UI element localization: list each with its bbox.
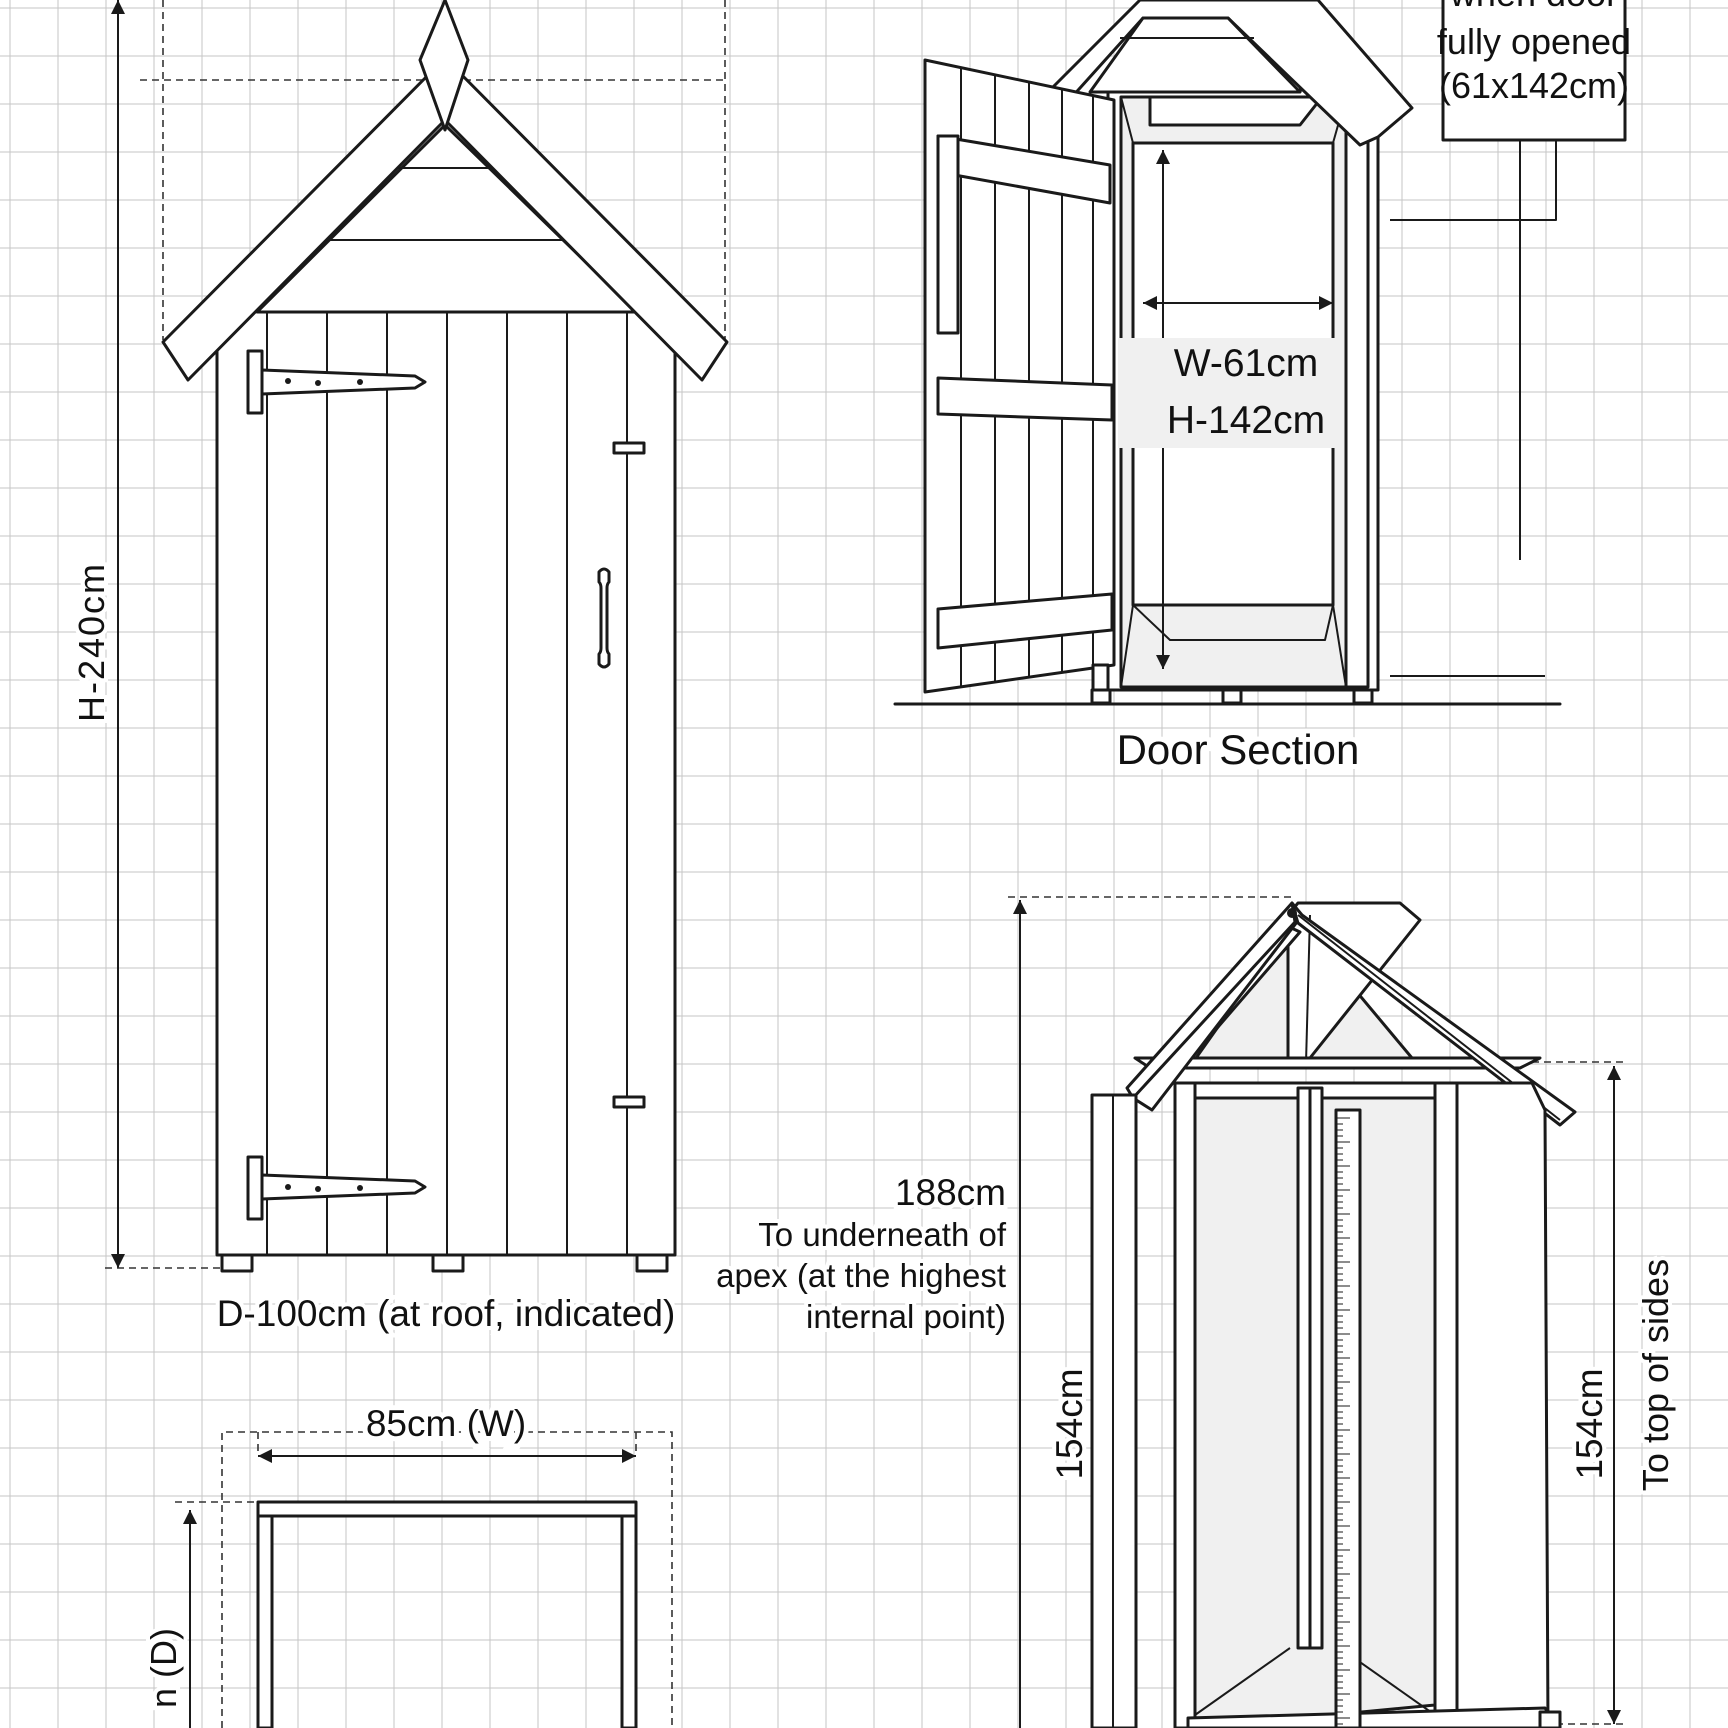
front-depth-label: D-100cm (at roof, indicated) (217, 1293, 676, 1334)
plan-view (175, 1431, 673, 1728)
plan-depth-label: n (D) (143, 1628, 184, 1708)
cabinet-roof (1046, 0, 1414, 147)
cabinet-gable (1088, 16, 1302, 94)
foot (431, 1253, 465, 1273)
side-post (1344, 95, 1370, 689)
open-door (923, 58, 1116, 694)
door-planks (266, 310, 628, 1255)
left-height-label: 154cm (1049, 1368, 1090, 1479)
door-stile (936, 134, 960, 335)
door-brace (936, 592, 1114, 650)
apex-note-1: To underneath of (758, 1216, 1007, 1253)
plan-width-label: 85cm (W) (366, 1403, 526, 1444)
plan-left-rail (256, 1514, 274, 1728)
foot (635, 1253, 669, 1273)
ruler-ticks (1336, 1117, 1350, 1725)
plan-top-rail (256, 1500, 638, 1518)
right-height-note: To top of sides (1635, 1259, 1676, 1491)
front-right-rafter (1290, 901, 1577, 1127)
door-section-caption: Door Section (1117, 726, 1360, 773)
callout-box (1441, 0, 1627, 142)
door-section-drawing (893, 0, 1627, 706)
door-width-label: W-61cm (1174, 342, 1318, 385)
bottom-hinge (246, 1155, 427, 1221)
front-view-shed (105, 0, 729, 1273)
apex-note-3: internal point) (806, 1298, 1006, 1335)
foot (220, 1253, 254, 1273)
door-height-label: H-142cm (1167, 399, 1325, 442)
right-height-label: 154cm (1569, 1368, 1610, 1479)
plan-extent-dashes (221, 1431, 673, 1728)
door-brace (936, 376, 1114, 422)
apex-note-2: apex (at the highest (716, 1257, 1006, 1294)
finial (418, 0, 470, 132)
plan-right-rail (620, 1514, 638, 1728)
measuring-ruler (1334, 1108, 1362, 1728)
top-hinge (246, 349, 427, 415)
front-height-label: H-240cm (71, 562, 112, 722)
callout-line-3: (61x142cm) (1439, 65, 1629, 106)
callout-line-2: fully opened (1437, 21, 1631, 62)
callout-leader-top (1390, 140, 1557, 221)
eave-plate (1133, 1056, 1542, 1070)
apex-value: 188cm (895, 1172, 1006, 1213)
top-latch (612, 441, 646, 455)
door-handle (597, 567, 611, 669)
callout-partial: when door (1449, 0, 1618, 14)
interior-view (1008, 896, 1628, 1728)
bottom-latch (612, 1095, 646, 1109)
